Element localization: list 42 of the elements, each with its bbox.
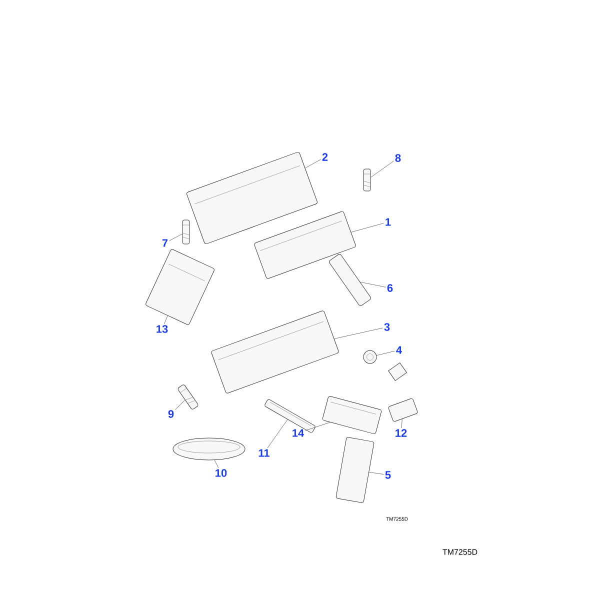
callout-number: 10 — [216, 469, 227, 477]
leader-line — [334, 328, 383, 339]
bolt-drawing — [178, 384, 198, 410]
module-drawing — [322, 396, 382, 434]
callout-number: 7 — [162, 239, 168, 247]
callout-number: 11 — [258, 449, 270, 457]
air-filter-drawing — [254, 211, 356, 279]
leader-line — [350, 222, 384, 232]
funnel-drawing — [336, 437, 374, 503]
leader-line — [175, 400, 186, 410]
filter-cover-drawing — [186, 152, 318, 244]
leader-line — [368, 472, 384, 475]
bracket-drawing — [146, 249, 214, 325]
tray-drawing — [211, 310, 339, 394]
plate-drawing — [388, 398, 418, 422]
leader-line — [305, 422, 330, 431]
leader-line — [169, 234, 182, 241]
leader-line — [267, 419, 288, 448]
callout-number: 2 — [322, 153, 328, 161]
callout-number: 9 — [168, 410, 174, 418]
leader-line — [214, 460, 219, 468]
callout-number: 3 — [384, 323, 390, 331]
callout-number: 12 — [396, 429, 407, 437]
callout-number: 13 — [156, 325, 168, 333]
leader-line — [376, 350, 395, 356]
leader-line — [401, 418, 402, 428]
callout-number: 8 — [395, 154, 401, 162]
nut-drawing — [363, 350, 377, 364]
leader-line — [305, 159, 321, 168]
hose-drawing — [329, 254, 371, 306]
callout-number: 5 — [385, 471, 391, 479]
bolt-drawing — [363, 168, 371, 192]
leader-line — [164, 316, 168, 324]
callout-number: 4 — [396, 346, 402, 354]
callout-number: 6 — [387, 284, 393, 292]
leader-line — [370, 160, 394, 178]
leader-line — [360, 282, 386, 288]
bolt-drawing — [182, 220, 190, 244]
callout-number: 14 — [292, 429, 304, 437]
seal-ring-drawing — [172, 438, 246, 460]
callout-number: 1 — [386, 218, 391, 226]
figure-code: TM7255D — [442, 549, 478, 555]
